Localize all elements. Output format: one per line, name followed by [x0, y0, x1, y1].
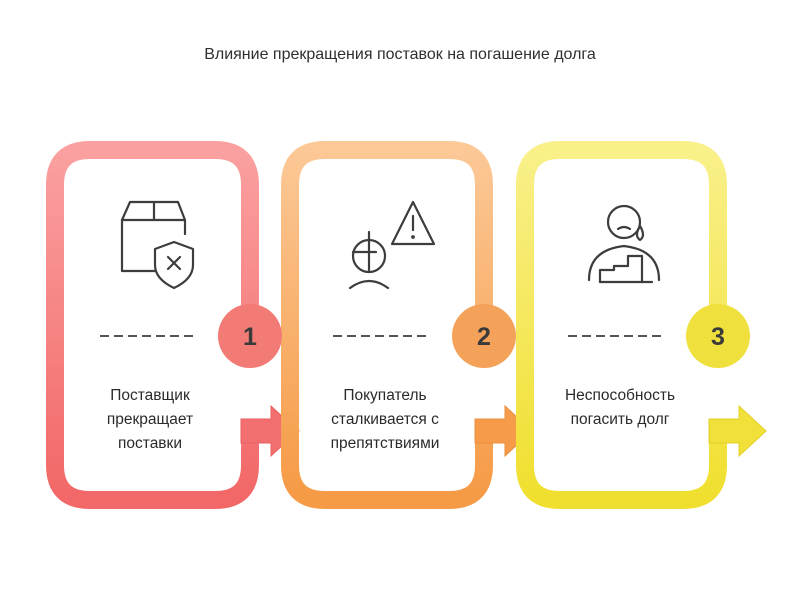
buyer-warning-icon — [348, 200, 436, 290]
step-2-frame — [281, 141, 493, 509]
diagram-title: Влияние прекращения поставок на погашени… — [204, 46, 596, 63]
step-3-number: 3 — [711, 323, 725, 351]
step-2-label: Покупатель сталкивается с препятствиями — [330, 387, 440, 452]
step-1-label: Поставщик прекращает поставки — [106, 387, 194, 452]
step-3-connector — [708, 404, 767, 458]
step-2-badge: 2 — [452, 304, 516, 368]
step-3-label: Неспособность погасить долг — [564, 387, 676, 428]
step-1-number: 1 — [243, 323, 257, 351]
package-cancel-icon — [120, 200, 195, 290]
step-2-number: 2 — [477, 323, 491, 351]
step-3-badge: 3 — [686, 304, 750, 368]
step-3-frame — [516, 141, 727, 509]
step-1-badge: 1 — [218, 304, 282, 368]
sad-person-icon — [587, 204, 661, 284]
